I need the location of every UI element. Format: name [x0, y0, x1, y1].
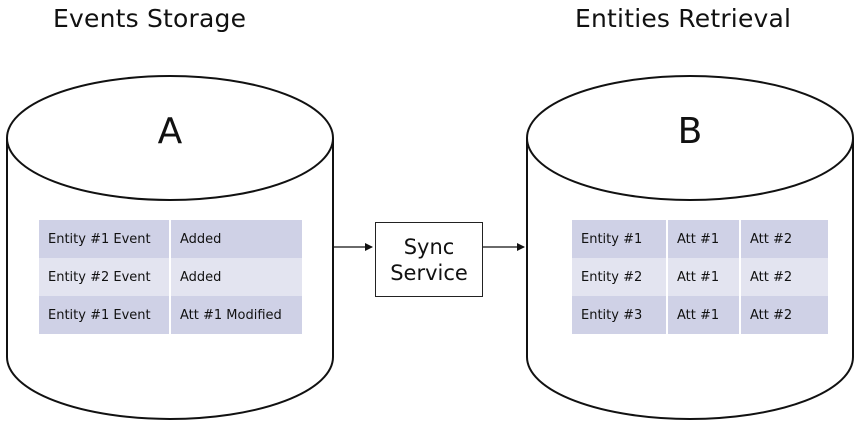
attribute-2-cell: Att #2 — [740, 220, 828, 258]
attribute-2-cell: Att #2 — [740, 258, 828, 296]
attribute-1-cell: Att #1 — [667, 296, 741, 334]
database-a-letter: A — [158, 111, 183, 152]
database-b-letter: B — [678, 111, 703, 152]
attribute-1-cell: Att #1 — [667, 220, 741, 258]
sync-service-box: Sync Service — [375, 222, 483, 297]
entity-name-cell: Entity #3 — [572, 296, 668, 334]
attribute-2-cell: Att #2 — [740, 296, 828, 334]
event-entity-cell: Entity #1 Event — [39, 296, 171, 334]
attribute-1-cell: Att #1 — [667, 258, 741, 296]
entities-table: Entity #1 Att #1 Att #2 Entity #2 Att #1… — [572, 220, 828, 334]
table-row: Entity #1 Event Added — [39, 220, 302, 258]
events-storage-heading: Events Storage — [53, 4, 247, 33]
event-action-cell: Att #1 Modified — [170, 296, 302, 334]
sync-service-label-line2: Service — [390, 260, 468, 285]
sync-service-label-line1: Sync — [403, 234, 455, 259]
table-row: Entity #3 Att #1 Att #2 — [572, 296, 828, 334]
events-table: Entity #1 Event Added Entity #2 Event Ad… — [39, 220, 302, 334]
event-action-cell: Added — [170, 220, 302, 258]
table-row: Entity #1 Att #1 Att #2 — [572, 220, 828, 258]
entity-name-cell: Entity #2 — [572, 258, 668, 296]
table-row: Entity #2 Att #1 Att #2 — [572, 258, 828, 296]
event-entity-cell: Entity #2 Event — [39, 258, 171, 296]
entities-retrieval-heading: Entities Retrieval — [575, 4, 792, 33]
entity-name-cell: Entity #1 — [572, 220, 668, 258]
event-action-cell: Added — [170, 258, 302, 296]
table-row: Entity #2 Event Added — [39, 258, 302, 296]
table-row: Entity #1 Event Att #1 Modified — [39, 296, 302, 334]
event-entity-cell: Entity #1 Event — [39, 220, 171, 258]
